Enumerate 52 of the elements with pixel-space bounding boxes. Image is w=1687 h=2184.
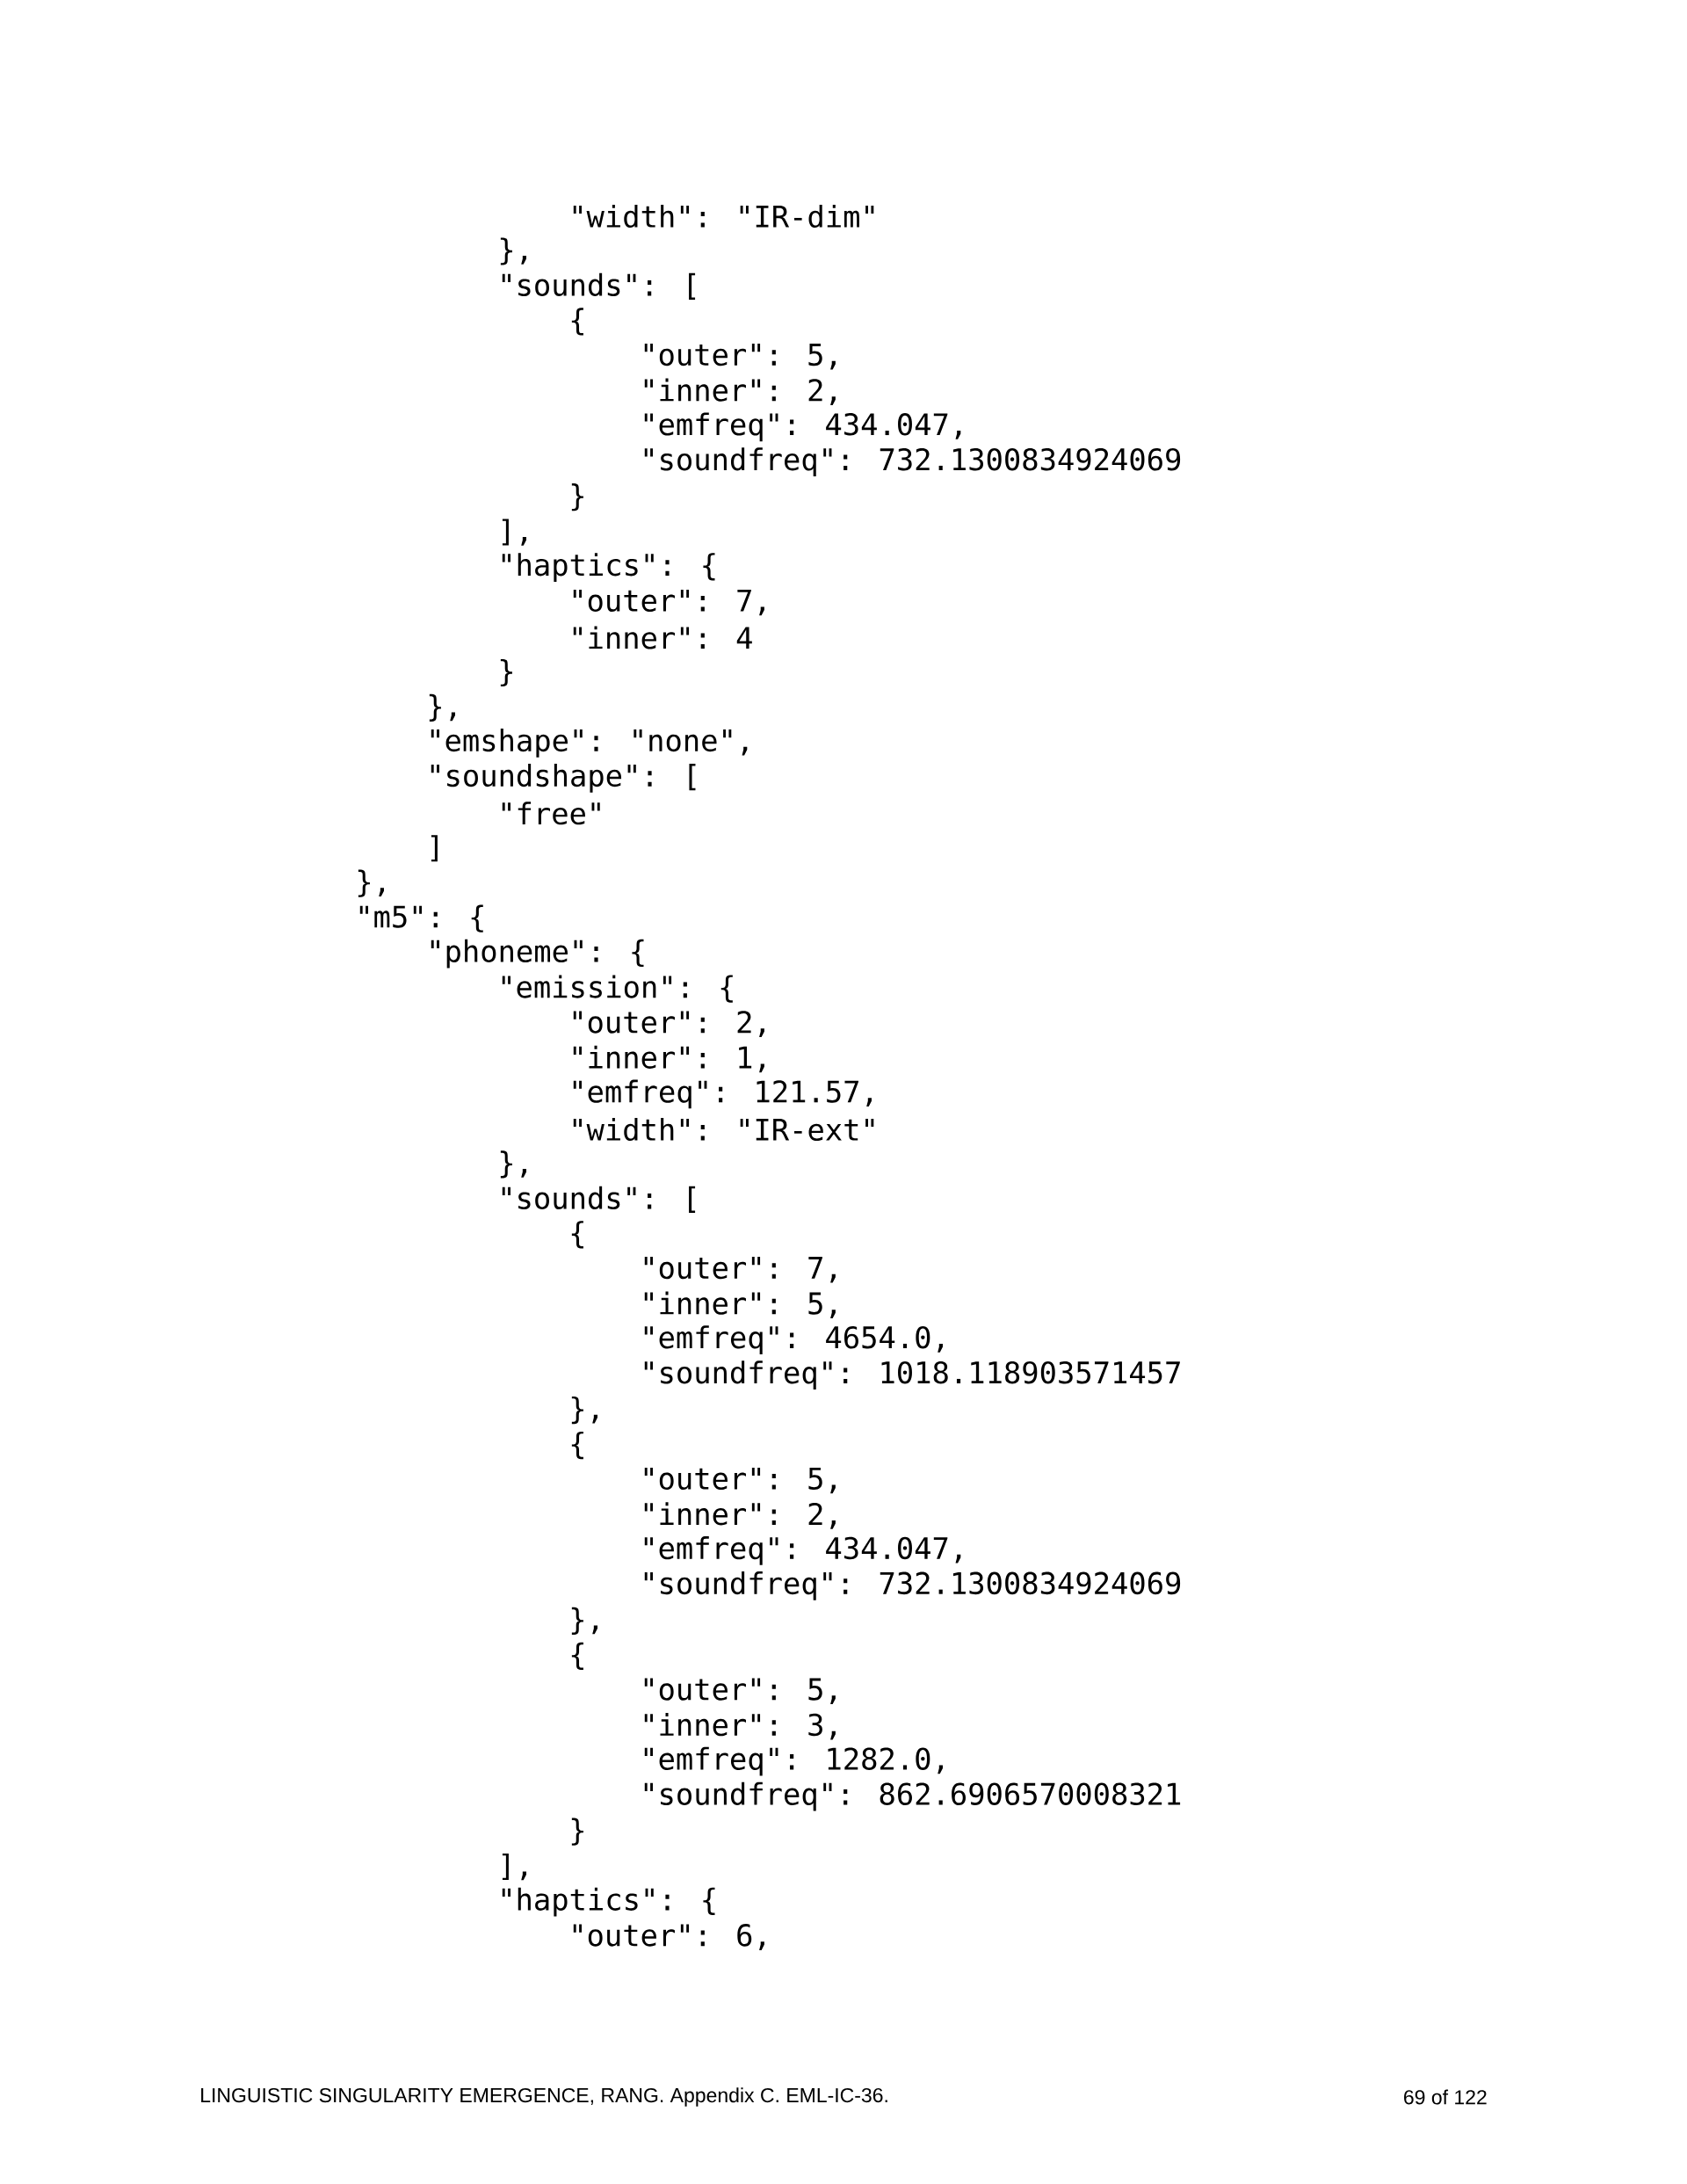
code-line: "phoneme": { [431, 939, 644, 969]
code-line: "outer": 5, [644, 344, 836, 370]
code-line: "outer": 2, [573, 1011, 764, 1037]
code-line: } [571, 1818, 583, 1846]
code-line: "soundfreq": 1018.118903571457 [644, 1360, 1180, 1390]
code-line: "outer": 6, [573, 1924, 764, 1950]
code-line: "outer": 7, [573, 589, 764, 616]
code-line: "emfreq": 121.57, [573, 1079, 872, 1109]
code-line: "haptics": { [502, 1887, 715, 1917]
code-line: "outer": 5, [644, 1467, 836, 1494]
code-line: "soundshape": [ [431, 764, 696, 793]
code-line: { [571, 308, 583, 336]
code-line: "emshape": "none", [431, 729, 748, 758]
code-line: "free" [502, 802, 600, 825]
code-line: "soundfreq": 732.1300834924069 [644, 447, 1181, 477]
code-line: }, [500, 237, 526, 265]
code-line: }, [500, 1150, 526, 1179]
code-line: "m5": { [359, 904, 483, 932]
code-line: ], [502, 1853, 526, 1881]
code-line: ] [431, 835, 438, 862]
code-line: { [571, 1432, 583, 1460]
code-line: }, [358, 869, 384, 897]
code-line: { [571, 1642, 583, 1670]
code-line: "outer": 7, [644, 1257, 836, 1283]
code-line: "sounds": [ [502, 1186, 696, 1213]
code-line: }, [571, 1397, 597, 1425]
code-line: "inner": 4 [573, 626, 752, 649]
code-line: ], [502, 519, 526, 546]
page-number: 69 of 122 [1404, 2089, 1487, 2105]
code-line: "emfreq": 434.047, [644, 1536, 961, 1565]
code-line: "inner": 2, [644, 1502, 836, 1529]
code-line: } [571, 483, 583, 512]
code-line: "inner": 2, [644, 378, 836, 405]
code-line: "emfreq": 434.047, [644, 412, 961, 442]
footer-text: LINGUISTIC SINGULARITY EMERGENCE, RANG. Appendix C. EML-IC-36. [201, 2087, 887, 2107]
code-line: { [571, 1221, 583, 1249]
code-line: "inner": 3, [644, 1713, 836, 1740]
code-line: "outer": 5, [644, 1678, 836, 1704]
code-line: "width": "IR-ext" [573, 1117, 874, 1142]
code-line: "soundfreq": 732.1300834924069 [644, 1571, 1181, 1600]
code-line: } [500, 658, 512, 687]
code-line: "haptics": { [502, 553, 715, 582]
code-line: "emfreq": 4654.0, [644, 1325, 943, 1355]
code-line: }, [571, 1607, 597, 1635]
code-line: "inner": 1, [573, 1045, 764, 1073]
code-line: "emission": { [502, 975, 733, 1003]
code-line: "soundfreq": 862.6906570008321 [644, 1781, 1181, 1811]
code-line: }, [429, 693, 455, 722]
code-line: "emfreq": 1282.0, [644, 1746, 943, 1776]
code-line: "sounds": [ [502, 272, 696, 300]
code-line: "width": "IR-dim" [573, 204, 874, 229]
code-line: "inner": 5, [644, 1291, 836, 1318]
